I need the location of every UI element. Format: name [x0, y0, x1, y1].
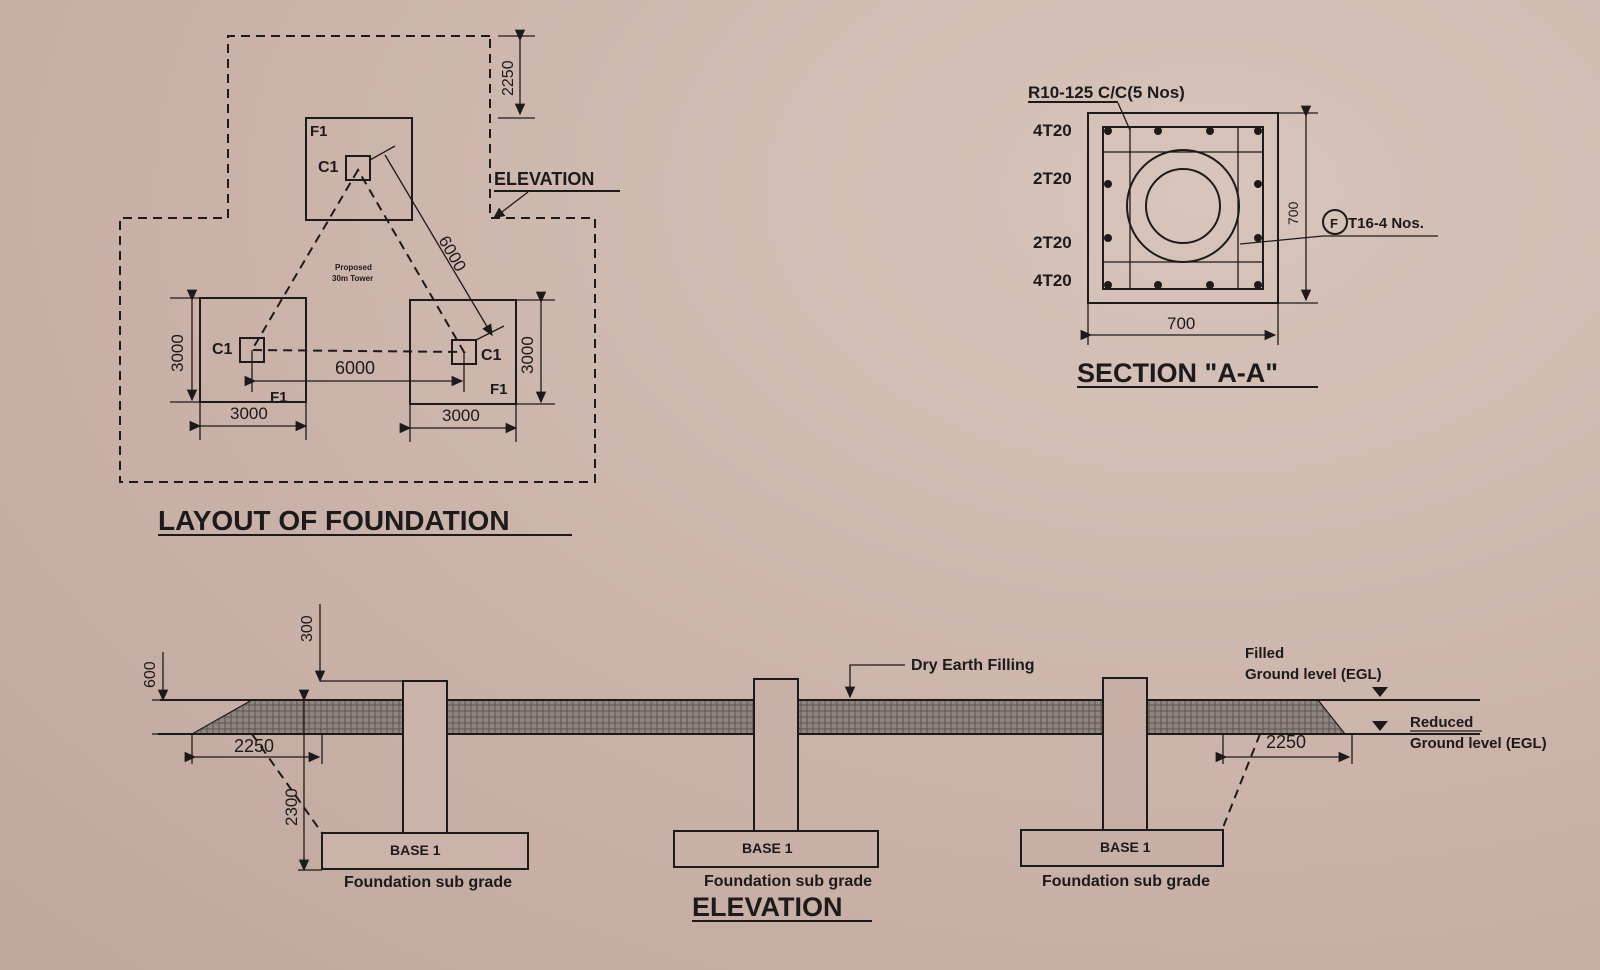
stirrup — [1102, 126, 1264, 290]
dim-section-height: 700 — [1285, 201, 1301, 225]
dim-2250-left: 2250 — [234, 736, 274, 756]
anchor-ring-inner — [1145, 168, 1221, 244]
column-top — [345, 155, 371, 181]
reduced-level-2: Ground level (EGL) — [1410, 735, 1547, 752]
link-label: R10-125 C/C(5 Nos) — [1028, 83, 1185, 102]
anchor-callout-circle — [1322, 209, 1348, 235]
anchor-label: T16-4 Nos. — [1348, 215, 1424, 232]
dim-diagonal: 6000 — [435, 233, 470, 275]
filled-level-1: Filled — [1245, 645, 1284, 662]
tower-label-2: 30m Tower — [332, 274, 373, 283]
column-label-top: C1 — [318, 159, 339, 176]
bar-mid1: 2T20 — [1033, 169, 1072, 188]
reduced-level-1: Reduced — [1410, 714, 1473, 731]
pedestal-3 — [1102, 677, 1148, 831]
base-1-middle — [673, 830, 879, 868]
subgrade-right: Foundation sub grade — [1042, 873, 1210, 890]
anchor-circle-letter: F — [1330, 216, 1338, 231]
rebar-dots — [1104, 127, 1262, 289]
reduced-level-marker — [1372, 721, 1388, 731]
dim-spacing: 6000 — [335, 358, 375, 378]
subgrade-middle: Foundation sub grade — [704, 873, 872, 890]
subgrade-left: Foundation sub grade — [344, 874, 512, 891]
base-label-left: BASE 1 — [390, 842, 441, 858]
elevation-marker: ELEVATION — [494, 169, 594, 189]
section-outline — [1087, 112, 1279, 304]
dim-offset: 2250 — [500, 60, 517, 96]
layout-of-foundation: 6000 6000 2250 ELEVATION F1 C1 C1 C1 F1 … — [119, 29, 620, 536]
dim-600: 600 — [142, 661, 159, 688]
bar-top: 4T20 — [1033, 121, 1072, 140]
dim-footing-h-right: 3000 — [518, 336, 537, 374]
bar-mid2: 2T20 — [1033, 233, 1072, 252]
base-1-left — [321, 832, 529, 870]
elevation-view: BASE 1 BASE 1 BASE 1 Foundation sub grad… — [142, 604, 1547, 922]
footing-label-top: F1 — [310, 123, 328, 140]
dim-footing-w-right: 3000 — [442, 406, 480, 425]
filled-level-marker — [1372, 687, 1388, 697]
tower-outline — [250, 168, 466, 354]
footing-label-left: F1 — [270, 389, 288, 406]
base-label-middle: BASE 1 — [742, 840, 793, 856]
dim-300: 300 — [299, 615, 316, 642]
diagonal-dimension-line — [384, 154, 493, 337]
footing-label-right: F1 — [490, 381, 508, 398]
section-a-a: R10-125 C/C(5 Nos) 4T20 2T20 2T20 4T20 7… — [1028, 83, 1438, 388]
dim-2250-right: 2250 — [1266, 732, 1306, 752]
pedestal-2 — [753, 678, 799, 832]
filled-level-2: Ground level (EGL) — [1245, 666, 1382, 683]
dim-footing-w-left: 3000 — [230, 404, 268, 423]
dim-2300: 2300 — [282, 788, 301, 826]
dim-section-width: 700 — [1167, 314, 1195, 333]
footing-top — [305, 117, 413, 221]
fill-label: Dry Earth Filling — [911, 657, 1035, 674]
anchor-ring-outer — [1126, 149, 1240, 263]
site-boundary — [119, 35, 596, 483]
tower-label-1: Proposed — [335, 263, 372, 272]
dim-footing-h-left: 3000 — [168, 334, 187, 372]
layout-title: LAYOUT OF FOUNDATION — [158, 505, 510, 536]
section-title: SECTION "A-A" — [1077, 358, 1278, 388]
pedestal-1 — [402, 680, 448, 834]
base-label-right: BASE 1 — [1100, 839, 1151, 855]
elevation-title: ELEVATION — [692, 892, 843, 922]
bar-bottom: 4T20 — [1033, 271, 1072, 290]
column-label-left: C1 — [212, 341, 233, 358]
base-1-right — [1020, 829, 1224, 867]
column-label-right: C1 — [481, 347, 502, 364]
